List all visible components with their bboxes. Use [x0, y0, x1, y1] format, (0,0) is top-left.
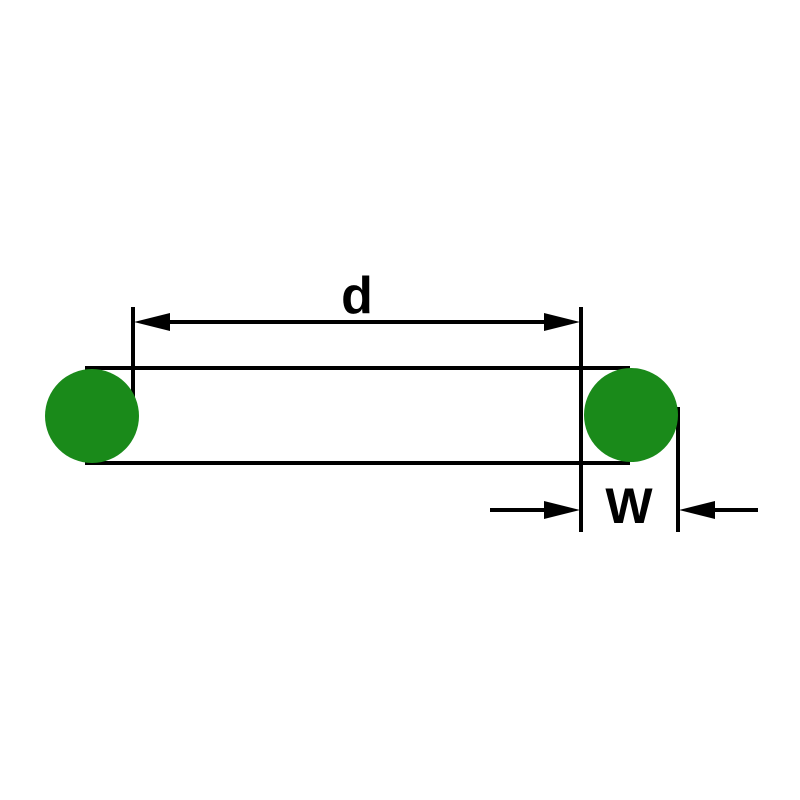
- width-arrowhead-right: [679, 501, 715, 519]
- inner-diameter-label: d: [341, 267, 373, 325]
- width-arrowhead-left: [544, 501, 580, 519]
- diameter-arrowhead-left: [134, 313, 170, 331]
- width-label: W: [605, 478, 653, 534]
- diameter-arrowhead-right: [544, 313, 580, 331]
- oring-cross-section-left: [45, 369, 139, 463]
- ring-profile-lines: [85, 366, 630, 465]
- diameter-arrowheads: [134, 313, 580, 331]
- width-arrowheads: [544, 501, 715, 519]
- oring-cross-section-right: [584, 368, 678, 462]
